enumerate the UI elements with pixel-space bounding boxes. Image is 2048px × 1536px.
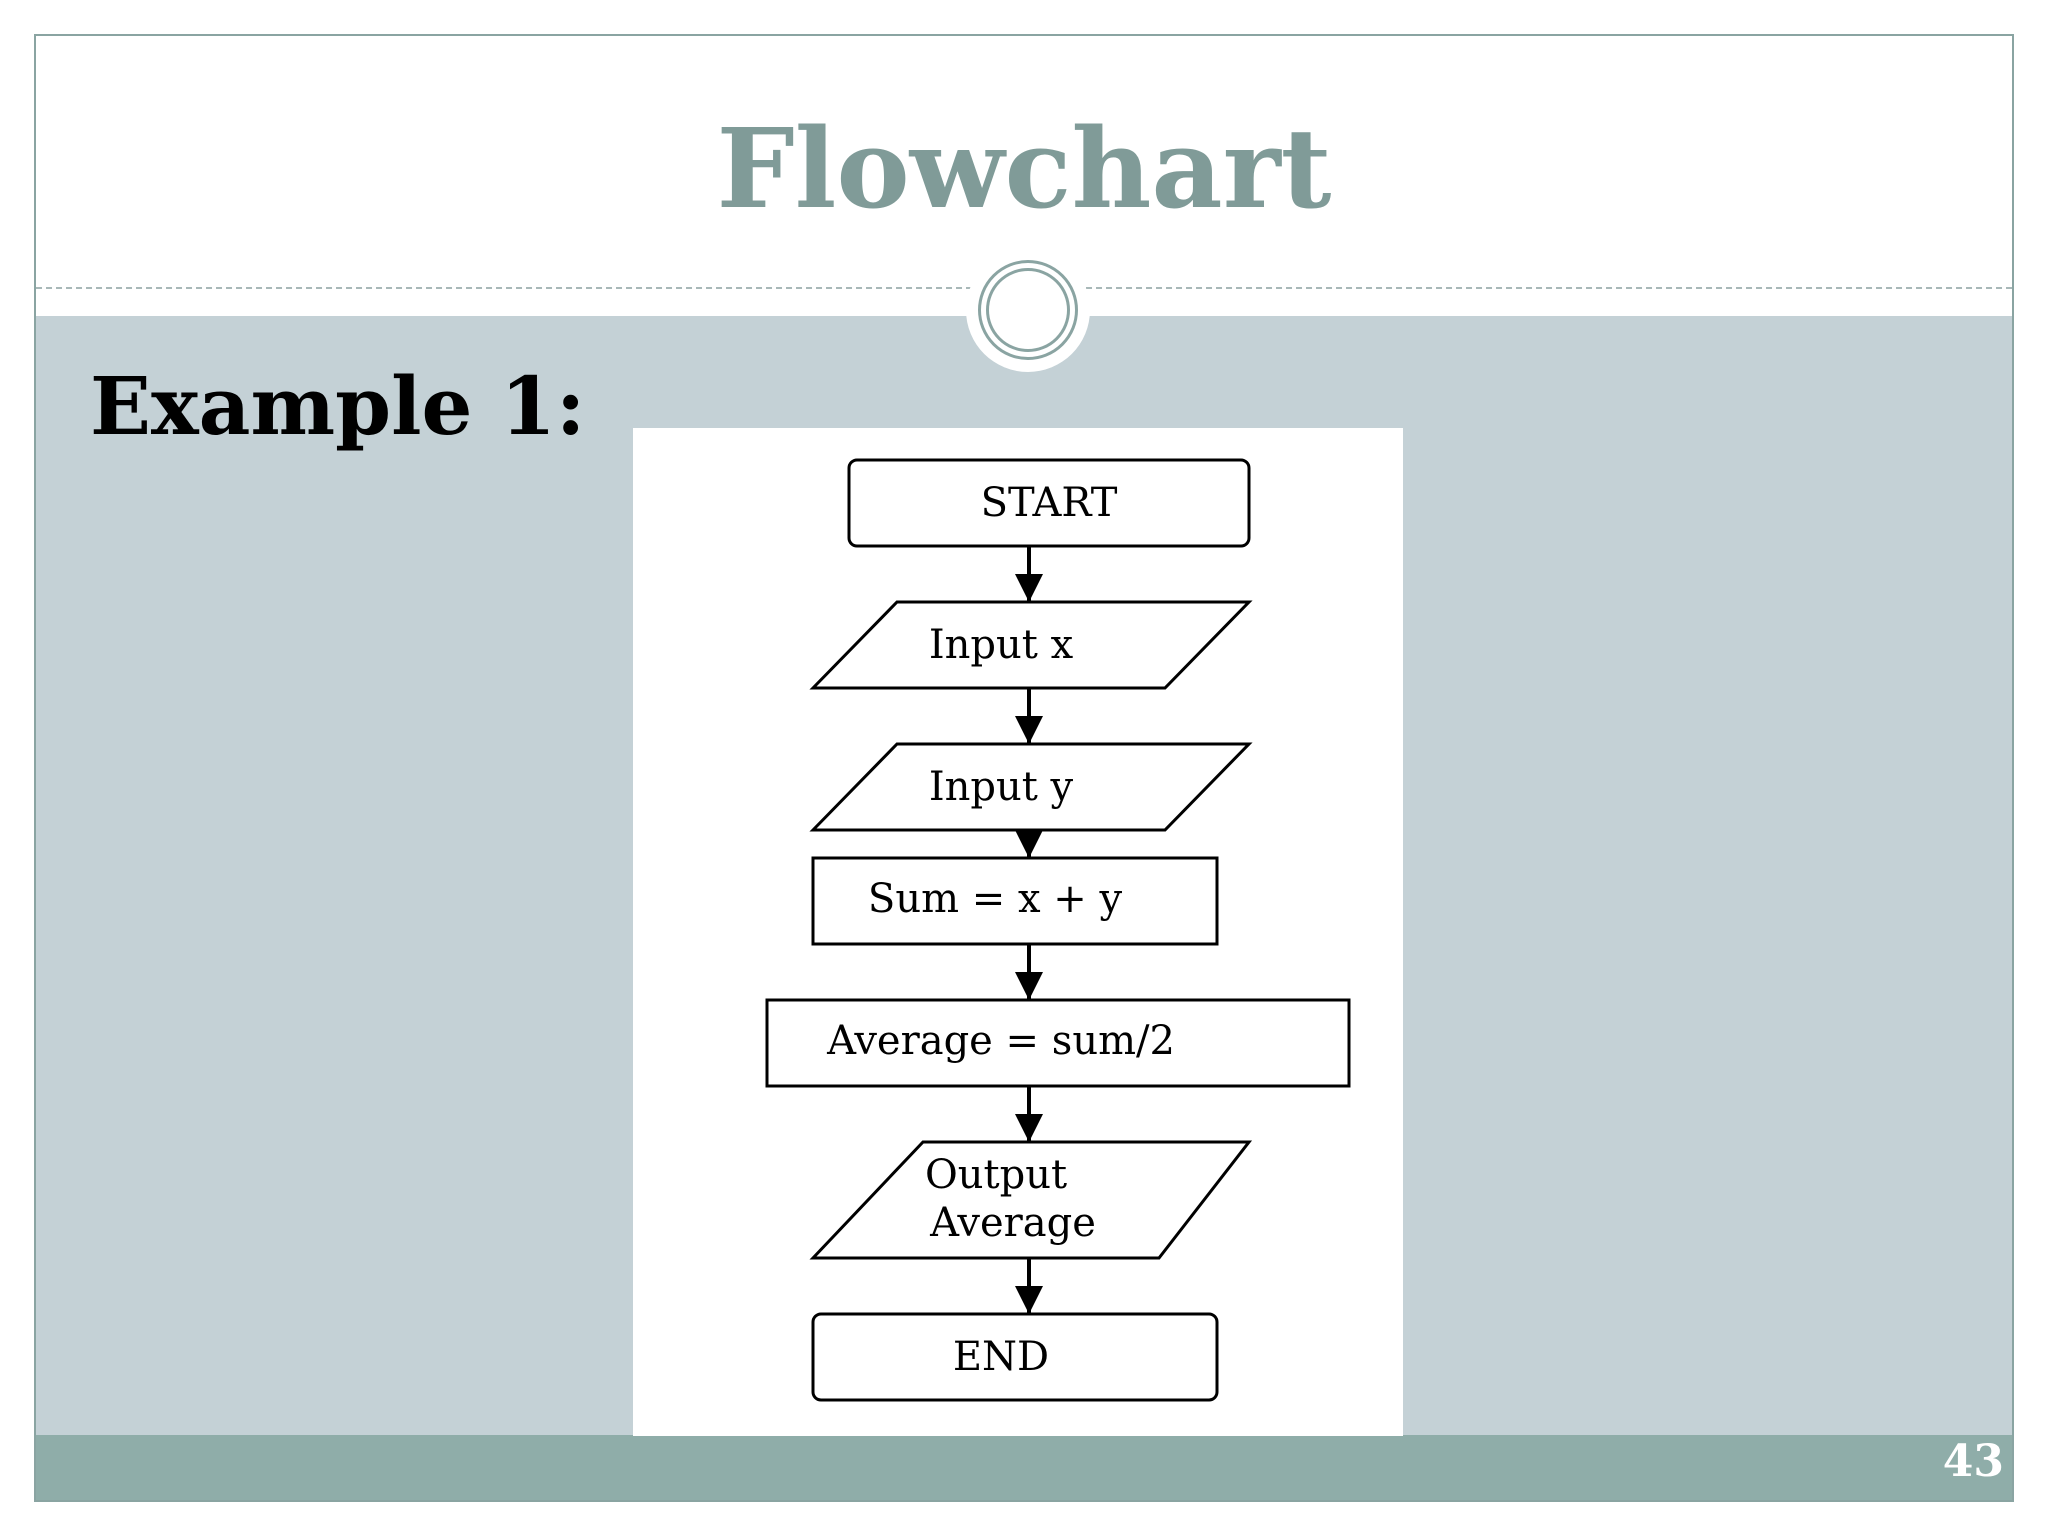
page-number: 43 xyxy=(1942,1436,2004,1487)
node-end-label: END xyxy=(953,1334,1049,1380)
node-average: Average = sum/2 xyxy=(765,998,1351,1088)
node-sum-label: Sum = x + y xyxy=(868,876,1123,922)
node-input-x-label: Input x xyxy=(929,622,1074,668)
node-output: Output Average xyxy=(809,1140,1253,1260)
node-sum: Sum = x + y xyxy=(811,856,1219,946)
node-start: START xyxy=(847,458,1251,548)
node-start-label: START xyxy=(981,480,1118,526)
node-input-y: Input y xyxy=(809,742,1253,832)
node-end: END xyxy=(811,1312,1219,1402)
flowchart-diagram: START Input x Input y Sum = x + y Averag… xyxy=(765,458,1351,1402)
slide-footer xyxy=(36,1435,2012,1500)
node-input-y-label: Input y xyxy=(929,764,1074,810)
flowchart-image: START Input x Input y Sum = x + y Averag… xyxy=(633,428,1403,1436)
slide: Flowchart Example 1: START xyxy=(34,34,2014,1502)
slide-title: Flowchart xyxy=(716,104,1332,233)
ornament-inner-ring-icon xyxy=(986,268,1070,352)
node-input-x: Input x xyxy=(809,600,1253,690)
node-output-label-line-2: Average xyxy=(929,1200,1096,1246)
node-output-label-line-1: Output xyxy=(925,1152,1067,1198)
node-average-label: Average = sum/2 xyxy=(826,1018,1175,1064)
example-heading: Example 1: xyxy=(90,359,586,453)
